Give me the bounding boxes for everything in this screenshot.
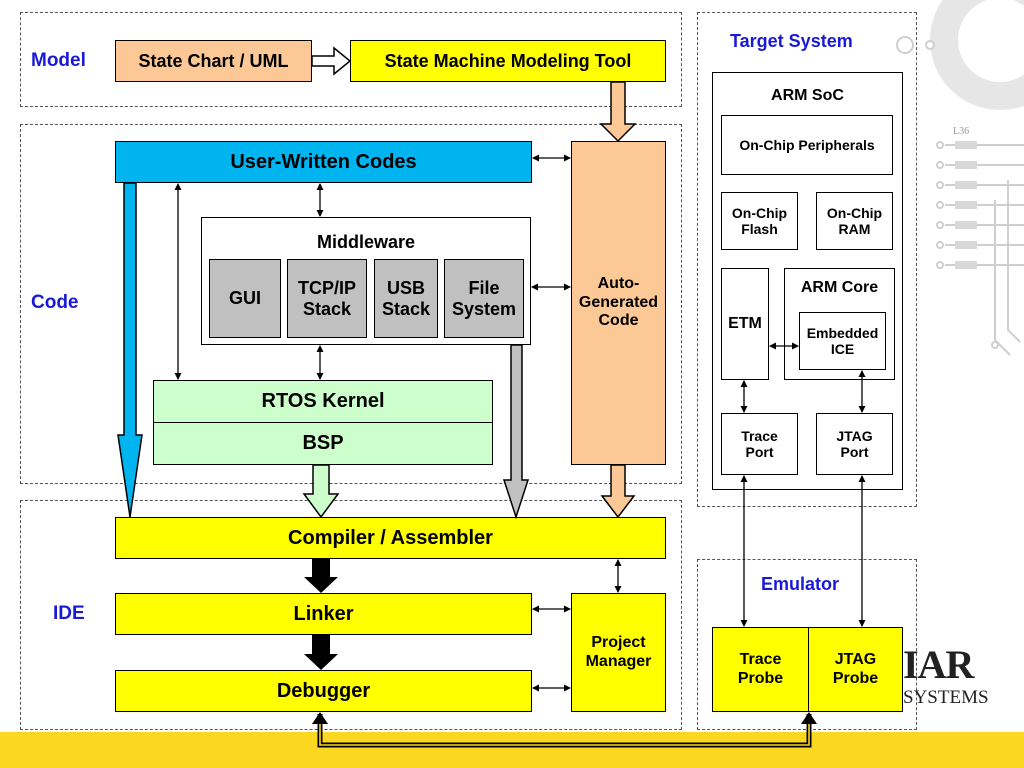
compiler-to-linker-arrow	[304, 559, 338, 593]
project-manager-box: Project Manager	[571, 593, 666, 712]
target-system-label: Target System	[730, 31, 853, 51]
etm-box: ETM	[721, 268, 769, 380]
code-region	[20, 124, 682, 484]
tcpip-stack-box: TCP/IP Stack	[287, 259, 367, 338]
chip-label: L36	[953, 126, 970, 137]
bottom-bar	[0, 732, 1024, 768]
ide-region	[20, 500, 682, 730]
state-chart-box: State Chart / UML	[115, 40, 312, 82]
on-chip-peripherals-box: On-Chip Peripherals	[721, 115, 893, 175]
bsp-to-compiler-arrow	[302, 464, 340, 519]
modeling-to-autogen-arrow	[599, 81, 637, 143]
middleware-to-compiler-arrow	[502, 344, 530, 520]
auto-generated-code-box: Auto-Generated Code	[571, 141, 666, 465]
code-label: Code	[31, 292, 79, 313]
iar-logo-text: IAR	[903, 642, 974, 687]
user-code-to-compiler-arrow	[117, 182, 143, 518]
on-chip-flash-box: On-Chip Flash	[721, 192, 798, 250]
model-label: Model	[31, 50, 86, 71]
debugger-probe-link	[312, 712, 817, 748]
usb-stack-box: USB Stack	[374, 259, 438, 338]
arm-core-label: ARM Core	[800, 279, 879, 296]
jtag-probe-box-front: JTAG Probe	[808, 627, 903, 712]
trace-port-box: Trace Port	[721, 413, 798, 475]
debugger-box: Debugger	[115, 670, 532, 712]
ide-label: IDE	[53, 603, 85, 624]
bsp-box: BSP	[153, 422, 493, 465]
arm-soc-label: ARM SoC	[771, 87, 844, 104]
trace-probe-box: Trace Probe	[712, 627, 809, 712]
iar-logo-subtext: SYSTEMS	[903, 687, 989, 708]
model-flow-arrow	[311, 46, 352, 76]
embedded-ice-box: Embedded ICE	[799, 312, 886, 370]
linker-box: Linker	[115, 593, 532, 635]
file-system-box: File System	[444, 259, 524, 338]
target-system-region	[697, 12, 917, 507]
autogen-to-compiler-arrow	[600, 464, 636, 519]
compiler-assembler-box: Compiler / Assembler	[115, 517, 666, 559]
rtos-kernel-box: RTOS Kernel	[153, 380, 493, 423]
middleware-label: Middleware	[316, 232, 416, 252]
linker-to-debugger-arrow	[304, 635, 338, 670]
modeling-tool-box: State Machine Modeling Tool	[350, 40, 666, 82]
jtag-port-box: JTAG Port	[816, 413, 893, 475]
emulator-label: Emulator	[761, 574, 840, 594]
on-chip-ram-box: On-Chip RAM	[816, 192, 893, 250]
model-region	[20, 12, 682, 107]
user-written-codes-box: User-Written Codes	[115, 141, 532, 183]
gui-box: GUI	[209, 259, 281, 338]
